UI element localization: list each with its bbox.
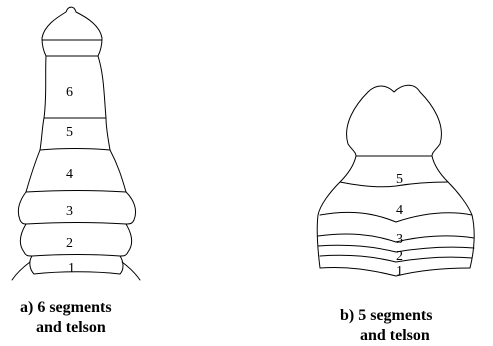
panel-a-telson	[42, 7, 102, 56]
panel-a-segment-6	[44, 56, 106, 118]
panel-b-base	[320, 267, 470, 276]
panel-a-segment-4	[26, 150, 126, 192]
panel-a-label-2: 2	[66, 236, 73, 251]
panel-a-segment-3	[18, 192, 135, 224]
panel-a-segment-5	[40, 118, 110, 150]
panel-a-caption-line2: and telson	[36, 319, 106, 336]
panel-b-caption-line2: and telson	[360, 327, 430, 344]
panel-b-label-5: 5	[396, 172, 403, 187]
panel-b-caption-line1: b) 5 segments	[340, 307, 432, 324]
panel-a-label-6: 6	[66, 85, 73, 100]
panel-a-caption-line1: a) 6 segments	[20, 299, 112, 316]
panel-a-label-1: 1	[68, 261, 75, 276]
panel-a-label-3: 3	[66, 204, 73, 219]
panel-a-segment-2	[20, 224, 131, 256]
panel-a-drawing	[12, 7, 140, 280]
panel-b-label-1: 1	[396, 264, 403, 279]
panel-b-label-2: 2	[396, 249, 403, 264]
panel-b-label-4: 4	[396, 203, 403, 218]
panel-a-label-5: 5	[66, 125, 73, 140]
panel-b-label-3: 3	[396, 232, 403, 247]
panel-a-label-4: 4	[66, 167, 73, 182]
panel-b-telson	[347, 85, 442, 156]
panel-b-divider-5	[340, 182, 448, 187]
